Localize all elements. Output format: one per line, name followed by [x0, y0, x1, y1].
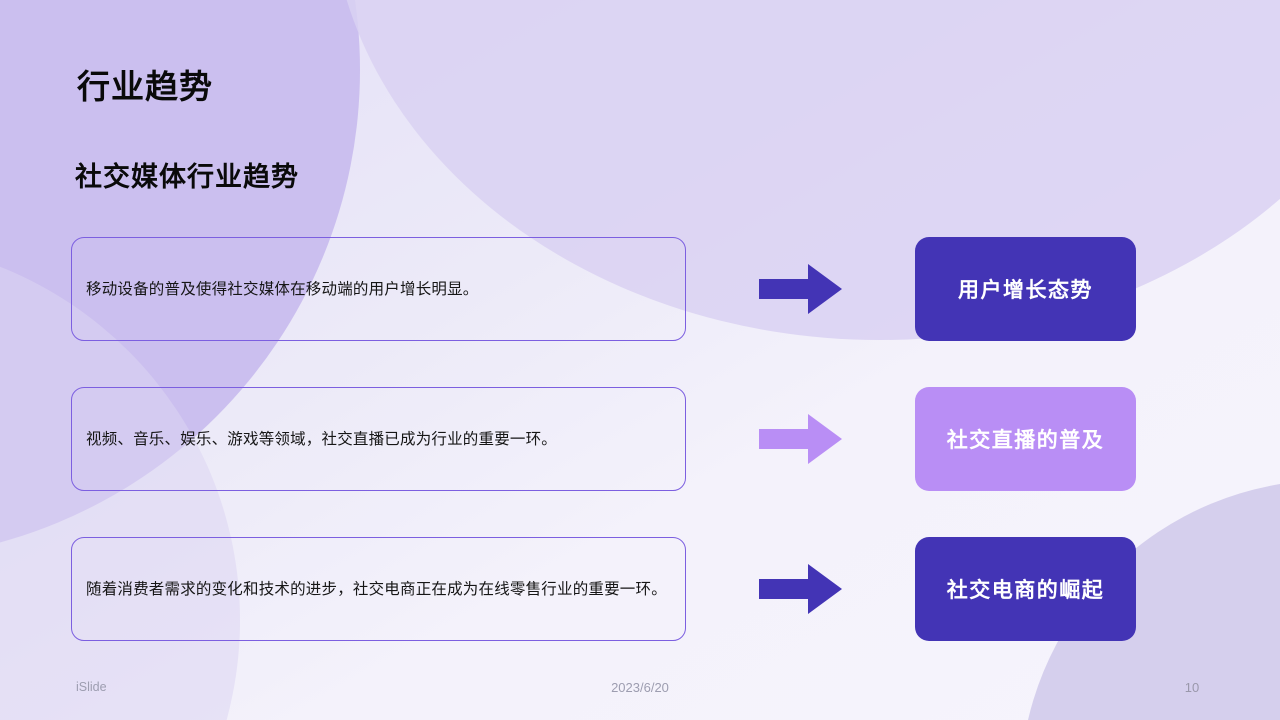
- footer-date: 2023/6/20: [611, 680, 669, 695]
- description-text: 视频、音乐、娱乐、游戏等领域，社交直播已成为行业的重要一环。: [86, 430, 558, 448]
- description-text: 移动设备的普及使得社交媒体在移动端的用户增长明显。: [86, 280, 479, 298]
- description-box: 视频、音乐、娱乐、游戏等领域，社交直播已成为行业的重要一环。: [71, 387, 686, 491]
- result-card-label: 社交电商的崛起: [946, 579, 1105, 602]
- description-text: 随着消费者需求的变化和技术的进步，社交电商正在成为在线零售行业的重要一环。: [86, 580, 667, 598]
- arrow-right-icon: [759, 413, 842, 465]
- footer-page-number: 10: [1184, 680, 1200, 695]
- arrow-right-icon: [759, 563, 842, 615]
- description-box: 移动设备的普及使得社交媒体在移动端的用户增长明显。: [71, 237, 686, 341]
- result-card[interactable]: 社交直播的普及: [915, 387, 1136, 491]
- result-card[interactable]: 用户增长态势: [915, 237, 1136, 341]
- description-box: 随着消费者需求的变化和技术的进步，社交电商正在成为在线零售行业的重要一环。: [71, 537, 686, 641]
- result-card-label: 社交直播的普及: [946, 429, 1105, 452]
- footer-brand: iSlide: [76, 680, 107, 694]
- arrow-right-icon: [759, 263, 842, 315]
- section-subtitle: 社交媒体行业趋势: [75, 162, 299, 192]
- page-title: 行业趋势: [77, 68, 213, 105]
- result-card[interactable]: 社交电商的崛起: [915, 537, 1136, 641]
- result-card-label: 用户增长态势: [958, 279, 1093, 302]
